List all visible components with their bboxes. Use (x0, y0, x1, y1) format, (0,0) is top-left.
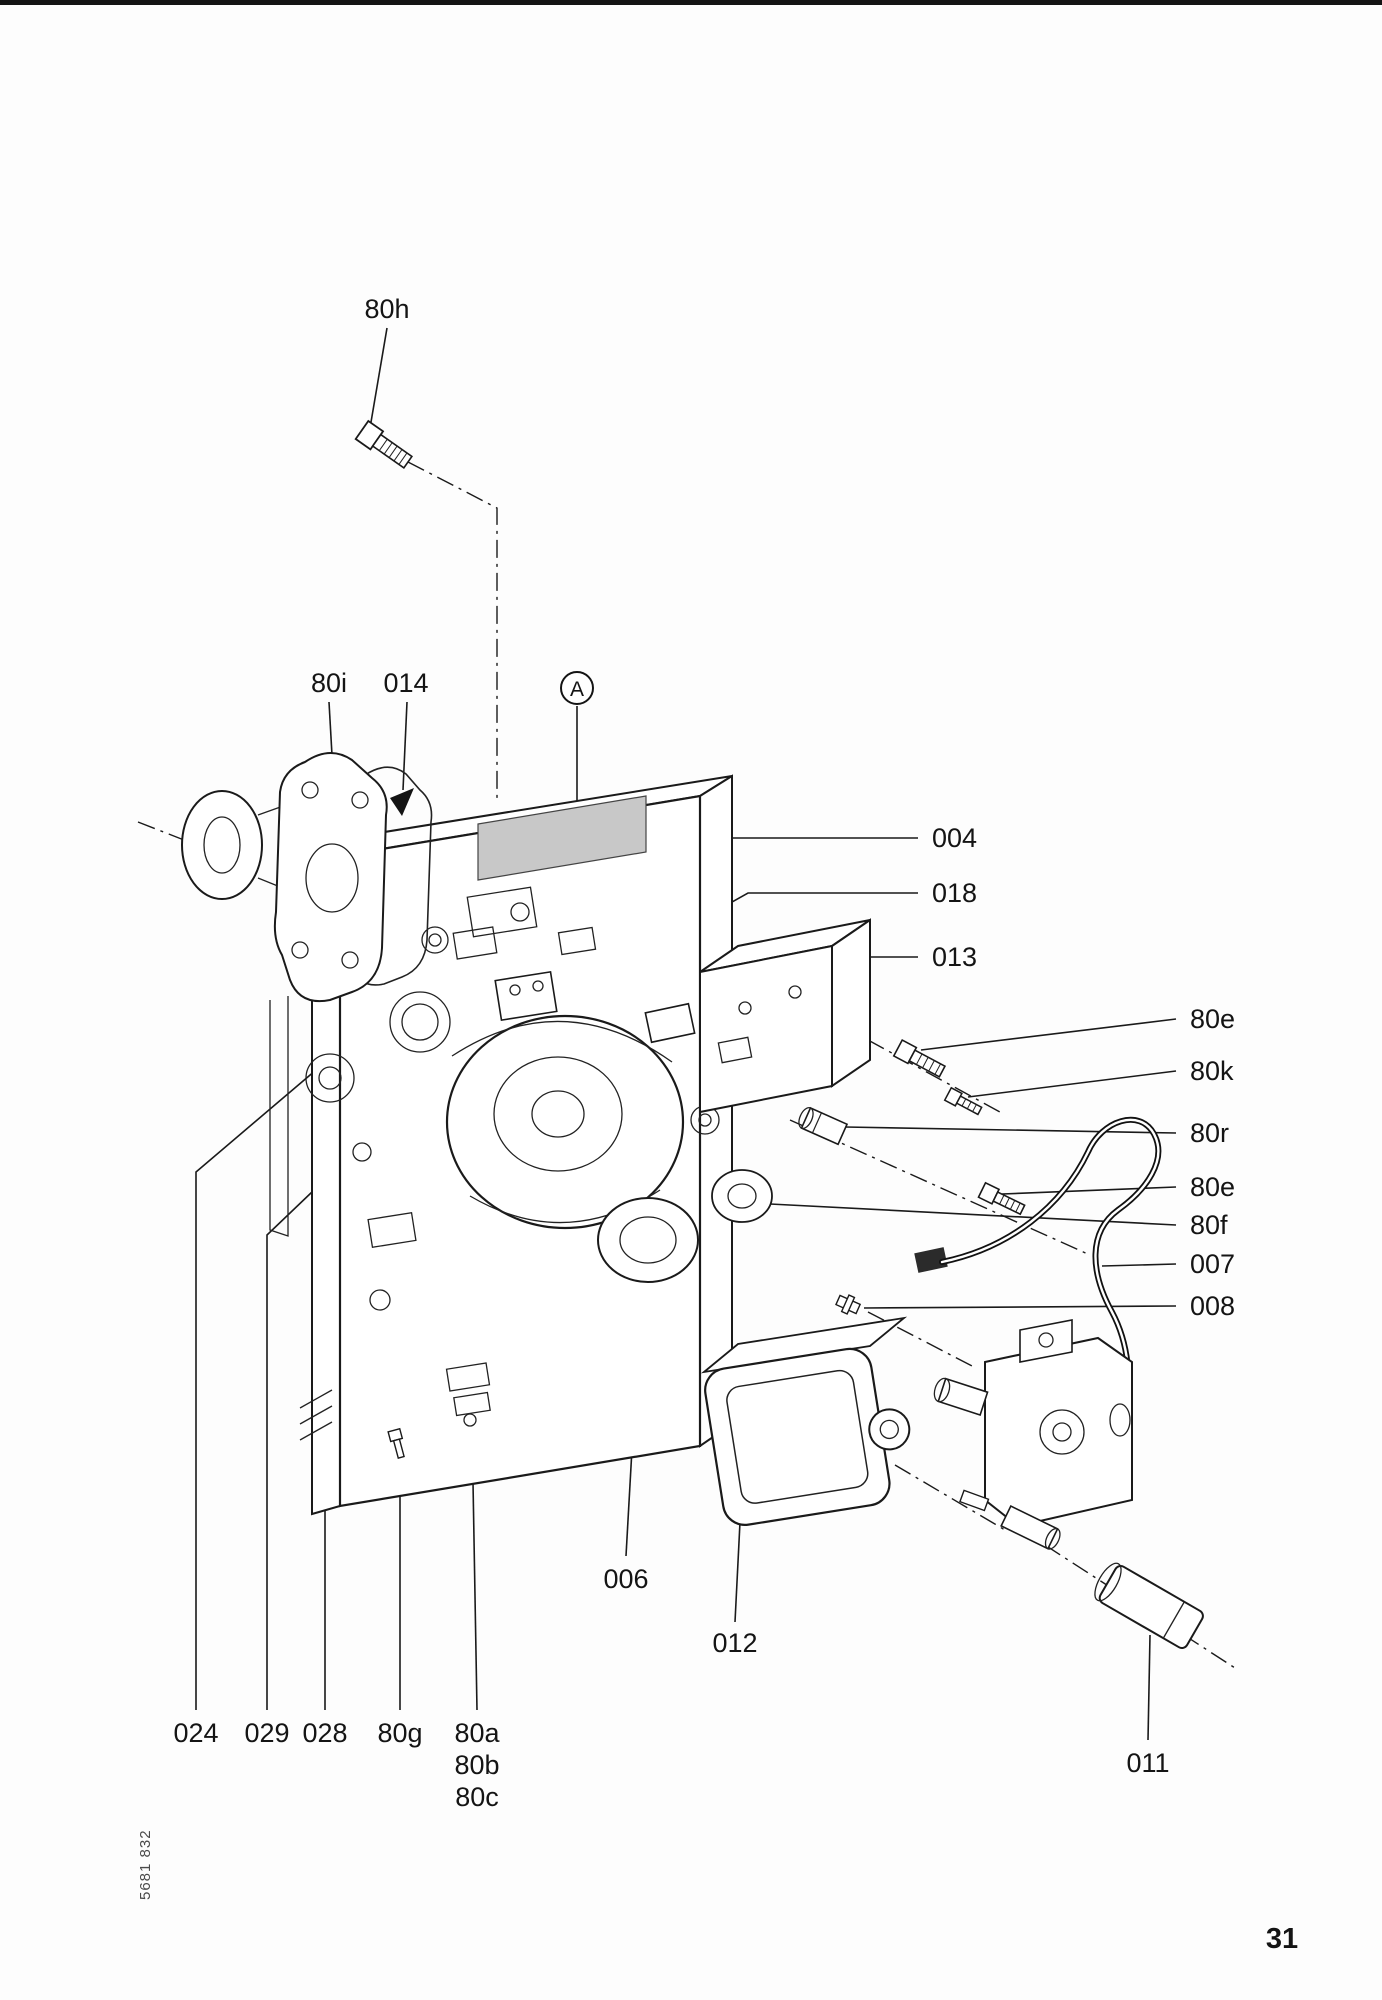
bolt-80e-lower (977, 1181, 1026, 1216)
air-damper-box-012 (700, 1316, 911, 1526)
leader-80e-lower (1001, 1186, 1177, 1195)
flange-plate-80i (273, 752, 388, 1002)
detail-marker-circle (560, 671, 594, 705)
part-label-012: 012 (712, 1628, 757, 1658)
pump-coupling-011 (1094, 1562, 1204, 1649)
sleeve-80r (798, 1106, 849, 1146)
scan-edge-artifact (0, 0, 1382, 5)
screw-80k (943, 1086, 983, 1116)
nozzle-flange-80f (711, 1169, 773, 1223)
part-label-80k: 80k (1190, 1056, 1234, 1086)
leader-80k (967, 1070, 1177, 1098)
control-box-013 (699, 918, 871, 1114)
part-label-006: 006 (603, 1564, 648, 1594)
part-label-80a: 80a (454, 1718, 500, 1748)
bracket-parts-80abc (445, 1362, 491, 1427)
leader-024 (195, 1069, 317, 1710)
leader-80h (369, 327, 388, 429)
part-label-029: 029 (244, 1718, 289, 1748)
part-labels: 80h 80i 014 A 004 018 013 80e 80k 80r 80… (173, 294, 1235, 1812)
leader-80e-upper (920, 1018, 1177, 1051)
page-number: 31 (1266, 1923, 1298, 1955)
axis-line-nozzle (789, 1119, 1091, 1256)
solenoid-valve (644, 1002, 720, 1135)
part-label-011: 011 (1126, 1748, 1169, 1778)
burner-tube-006 (597, 1197, 699, 1283)
part-label-024: 024 (173, 1718, 218, 1748)
info-label-plate-004 (477, 795, 647, 881)
leader-80r (844, 1126, 1177, 1134)
part-label-80e-upper: 80e (1190, 1004, 1235, 1034)
oil-pump (933, 1319, 1133, 1550)
axis-line-80h (407, 461, 498, 800)
part-label-013: 013 (932, 942, 977, 972)
part-label-004: 004 (932, 823, 977, 853)
part-label-80c: 80c (455, 1782, 499, 1812)
axis-line-union (867, 1311, 973, 1367)
part-label-80e-lower: 80e (1190, 1172, 1235, 1202)
screw-80h (354, 419, 414, 469)
part-label-014: 014 (383, 668, 428, 698)
axis-line-motor-flange (137, 821, 185, 841)
axis-line-bolts (867, 1039, 1001, 1113)
leader-007 (1101, 1263, 1177, 1267)
leader-014 (402, 701, 408, 791)
part-label-80i: 80i (311, 668, 347, 698)
gasket-arrow-014 (390, 788, 414, 816)
oil-hose-007 (914, 1116, 1162, 1418)
document-code: 5681 832 (137, 1829, 154, 1900)
hose-connector (914, 1247, 948, 1273)
part-label-028: 028 (302, 1718, 347, 1748)
leader-011 (1147, 1634, 1151, 1741)
part-label-007: 007 (1190, 1249, 1235, 1279)
part-label-80b: 80b (454, 1750, 499, 1780)
part-label-008: 008 (1190, 1291, 1235, 1321)
part-label-80g: 80g (377, 1718, 422, 1748)
part-label-80f: 80f (1190, 1210, 1228, 1240)
ignition-unit-018 (494, 970, 558, 1022)
union-008 (835, 1294, 862, 1315)
detail-marker-letter: A (570, 678, 584, 701)
blower-housing (445, 1014, 685, 1230)
part-label-80h: 80h (364, 294, 409, 324)
part-label-80r: 80r (1190, 1118, 1229, 1148)
bolt-80e-upper (892, 1038, 947, 1078)
burner-assembly-drawing (181, 419, 1204, 1649)
leader-008 (863, 1305, 1177, 1309)
screw-80g (387, 1427, 405, 1459)
part-label-018: 018 (932, 878, 977, 908)
axis-line-damper-pump (894, 1464, 1006, 1531)
